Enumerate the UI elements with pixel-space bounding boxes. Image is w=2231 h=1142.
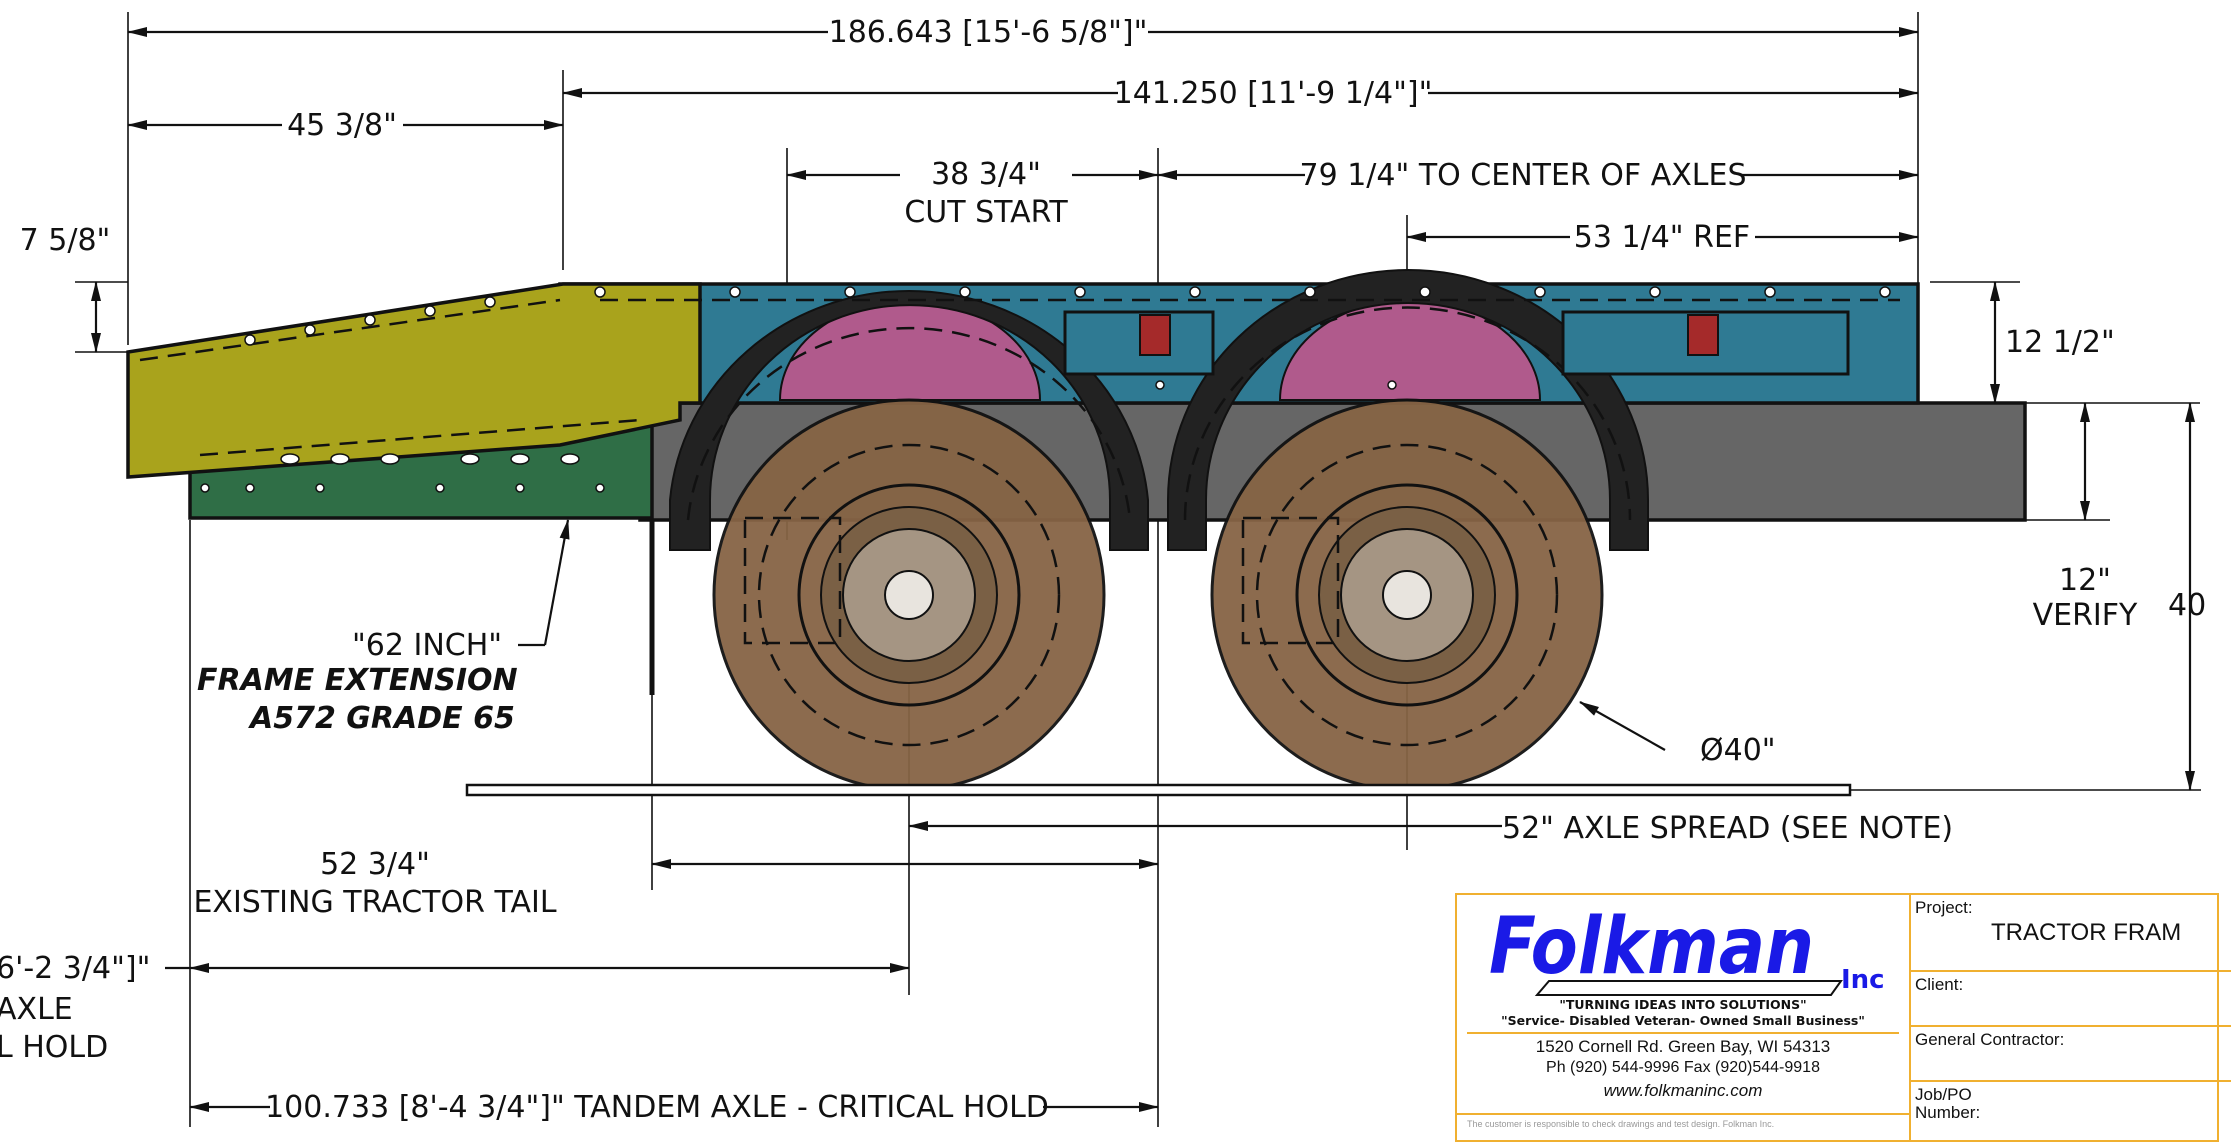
dim-left-partial-1: 6'-2 3/4"]" bbox=[0, 951, 150, 986]
website-link[interactable]: www.folkmaninc.com bbox=[1603, 1081, 1763, 1100]
company-logo-cell: Folkman Inc "TURNING IDEAS INTO SOLUTION… bbox=[1457, 895, 1911, 1140]
tire-front bbox=[712, 398, 1106, 792]
dim-center-of-axles: 79 1/4" TO CENTER OF AXLES bbox=[1300, 158, 1747, 193]
tire-rear bbox=[1210, 398, 1604, 792]
ground-plate bbox=[465, 783, 1852, 797]
client-label: Client: bbox=[1915, 975, 1964, 994]
note-frame-extension: FRAME EXTENSION bbox=[197, 663, 518, 698]
dim-beavertail-length: 45 3/8" bbox=[287, 108, 397, 143]
project-row: Project: TRACTOR FRAM bbox=[1911, 895, 2231, 972]
job-label-1: Job/PO bbox=[1915, 1085, 1972, 1104]
holes bbox=[200, 286, 1891, 493]
trailer-body bbox=[126, 269, 2027, 797]
dim-tractor-tail-label: EXISTING TRACTOR TAIL bbox=[193, 885, 556, 920]
dim-frame-verify-value: 12" bbox=[2059, 563, 2111, 598]
project-label: Project: bbox=[1915, 898, 1973, 917]
dim-ref: 53 1/4" REF bbox=[1574, 220, 1750, 255]
client-row: Client: bbox=[1911, 972, 2231, 1027]
company-name: Folkman bbox=[1489, 902, 1814, 992]
phone: Ph (920) 544-9996 Fax (920)544-9918 bbox=[1546, 1059, 1820, 1076]
dim-tire-diameter: Ø40" bbox=[1700, 733, 1776, 768]
dim-frame-verify-label: VERIFY bbox=[2033, 598, 2138, 633]
job-label-2: Number: bbox=[1915, 1103, 1981, 1122]
trailer-drawing: 186.643 [15'-6 5/8"]" 141.250 [11'-9 1/4… bbox=[0, 12, 2206, 1127]
dim-overall-length: 186.643 [15'-6 5/8"]" bbox=[829, 15, 1148, 50]
company-suffix: Inc bbox=[1841, 965, 1885, 995]
dim-cut-start-label: CUT START bbox=[904, 195, 1068, 230]
address: 1520 Cornell Rd. Green Bay, WI 54313 bbox=[1535, 1037, 1831, 1056]
dim-axle-spread: 52" AXLE SPREAD (SEE NOTE) bbox=[1502, 811, 1953, 846]
dim-deck-height: 12 1/2" bbox=[2005, 325, 2115, 360]
dim-left-partial-2: AXLE bbox=[0, 992, 73, 1027]
dim-tandem-axle: 100.733 [8'-4 3/4"]" TANDEM AXLE - CRITI… bbox=[265, 1090, 1049, 1125]
project-value: TRACTOR FRAM bbox=[1991, 919, 2182, 946]
dim-deck-length: 141.250 [11'-9 1/4"]" bbox=[1114, 76, 1433, 111]
note-grade: A572 GRADE 65 bbox=[248, 701, 515, 736]
dimension-labels: 186.643 [15'-6 5/8"]" 141.250 [11'-9 1/4… bbox=[0, 15, 2206, 1125]
disclaimer: The customer is responsible to check dra… bbox=[1467, 1119, 1775, 1129]
note-frame-inch: "62 INCH" bbox=[352, 628, 502, 663]
fender-front bbox=[669, 289, 1149, 551]
dim-tractor-tail-value: 52 3/4" bbox=[320, 847, 430, 882]
dim-tail-drop: 7 5/8" bbox=[20, 223, 111, 258]
dim-overall-height: 40 bbox=[2168, 588, 2206, 623]
dim-left-partial-3: L HOLD bbox=[0, 1030, 108, 1065]
subtitle: "Service- Disabled Veteran- Owned Small … bbox=[1501, 1013, 1865, 1028]
company-logo: Folkman bbox=[1489, 902, 1843, 996]
general-contractor-label: General Contractor: bbox=[1915, 1030, 2065, 1049]
general-contractor-row: General Contractor: bbox=[1911, 1027, 2231, 1082]
title-block: Folkman Inc "TURNING IDEAS INTO SOLUTION… bbox=[1455, 893, 2231, 1142]
dimension-lines bbox=[91, 27, 2195, 1112]
job-row: Job/PO Number: bbox=[1911, 1082, 2231, 1142]
tagline: "TURNING IDEAS INTO SOLUTIONS" bbox=[1559, 997, 1807, 1012]
beavertail bbox=[126, 282, 702, 479]
dim-cut-start-value: 38 3/4" bbox=[931, 157, 1041, 192]
